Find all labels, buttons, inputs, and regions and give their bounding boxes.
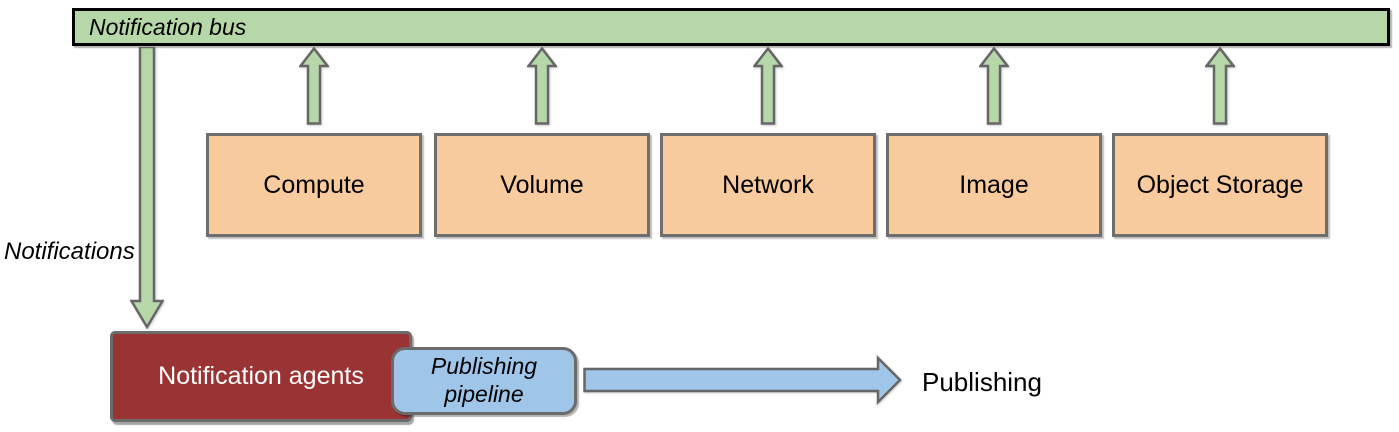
service-box-compute: Compute — [206, 133, 422, 237]
right-arrow-icon — [583, 354, 902, 405]
up-arrow-icon — [299, 47, 329, 125]
service-box-volume: Volume — [434, 133, 650, 237]
notification-bus-label: Notification bus — [89, 13, 247, 40]
up-arrow-icon — [979, 47, 1009, 125]
service-label: Network — [722, 170, 814, 199]
up-arrow-icon — [527, 47, 557, 125]
service-label: Volume — [500, 170, 584, 199]
up-arrow-icon — [1205, 47, 1235, 125]
service-label: Object Storage — [1136, 170, 1304, 199]
notification-bus: Notification bus — [72, 8, 1390, 46]
publishing-flow-label: Publishing — [922, 367, 1042, 397]
service-box-object-storage: Object Storage — [1112, 133, 1328, 237]
service-label: Image — [959, 170, 1029, 199]
publishing-pipeline-label: Publishing pipeline — [430, 353, 538, 407]
up-arrow-icon — [753, 47, 783, 125]
publishing-pipeline-box: Publishing pipeline — [391, 347, 577, 415]
notification-agents-box: Notification agents — [110, 331, 412, 422]
down-arrow-icon — [130, 47, 164, 329]
service-box-image: Image — [886, 133, 1102, 237]
service-label: Compute — [263, 170, 365, 199]
notification-agents-label: Notification agents — [158, 362, 364, 390]
notifications-flow-label: Notifications — [4, 238, 135, 265]
service-box-network: Network — [660, 133, 876, 237]
